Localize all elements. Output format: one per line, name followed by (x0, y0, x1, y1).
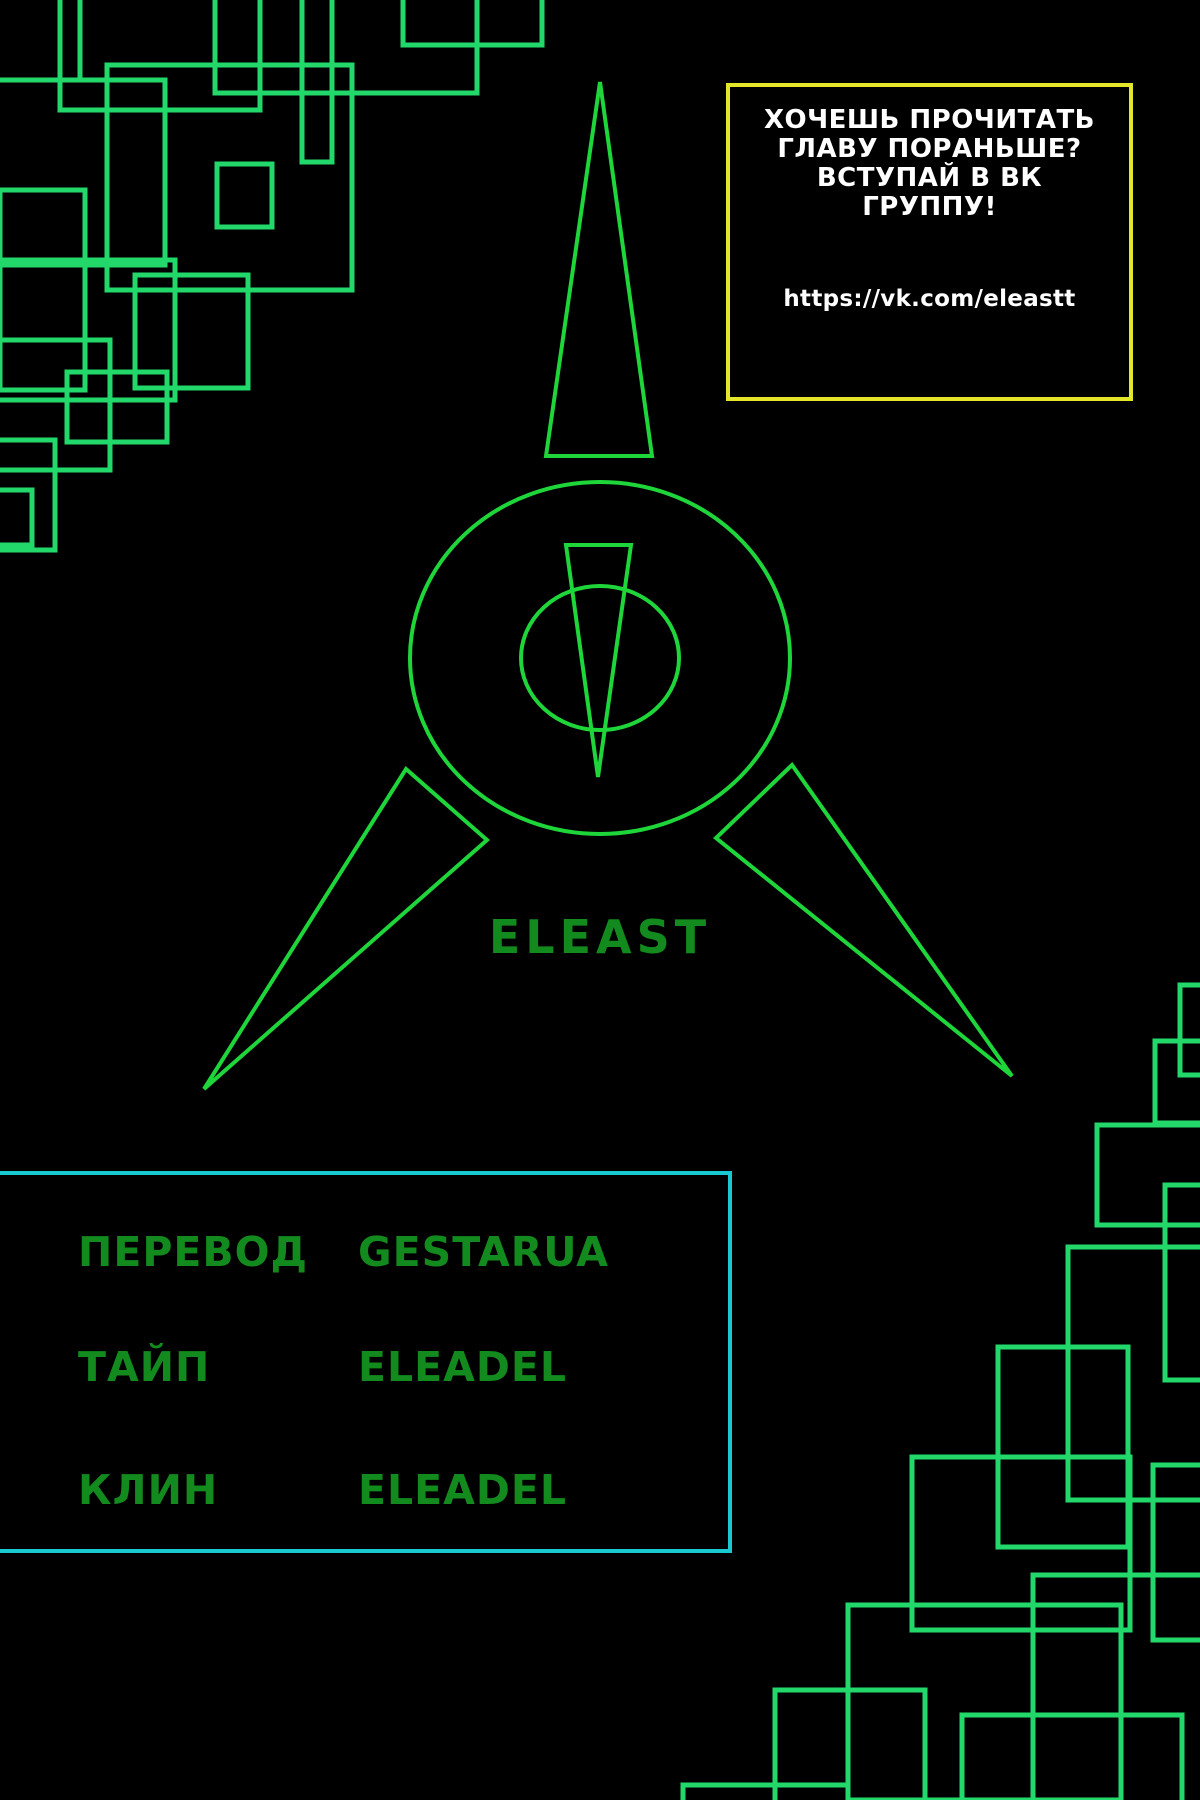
credit-name: ELEADEL (358, 1343, 568, 1391)
credit-role: ТАЙП (78, 1343, 211, 1391)
vk-group-link[interactable]: https://vk.com/eleastt (783, 286, 1076, 312)
brand-name: ELEAST (488, 910, 712, 964)
top-left-squares (0, 0, 545, 553)
vk-promo-box: ХОЧЕШЬ ПРОЧИТАТЬ ГЛАВУ ПОРАНЬШЕ? ВСТУПАЙ… (726, 83, 1133, 401)
credit-name: GESTARUA (358, 1228, 610, 1276)
credit-role: КЛИН (78, 1466, 219, 1514)
credit-row-cleaning: КЛИН ELEADEL (0, 1466, 728, 1526)
eleast-logo-icon (202, 81, 1014, 1091)
bottom-right-squares (680, 982, 1200, 1800)
credit-row-translation: ПЕРЕВОД GESTARUA (0, 1228, 728, 1288)
credits-box: ПЕРЕВОД GESTARUA ТАЙП ELEADEL КЛИН ELEAD… (0, 1171, 732, 1553)
credit-role: ПЕРЕВОД (78, 1228, 308, 1276)
credit-name: ELEADEL (358, 1466, 568, 1514)
credit-row-typesetting: ТАЙП ELEADEL (0, 1343, 728, 1403)
promo-text: ХОЧЕШЬ ПРОЧИТАТЬ ГЛАВУ ПОРАНЬШЕ? ВСТУПАЙ… (763, 105, 1095, 222)
